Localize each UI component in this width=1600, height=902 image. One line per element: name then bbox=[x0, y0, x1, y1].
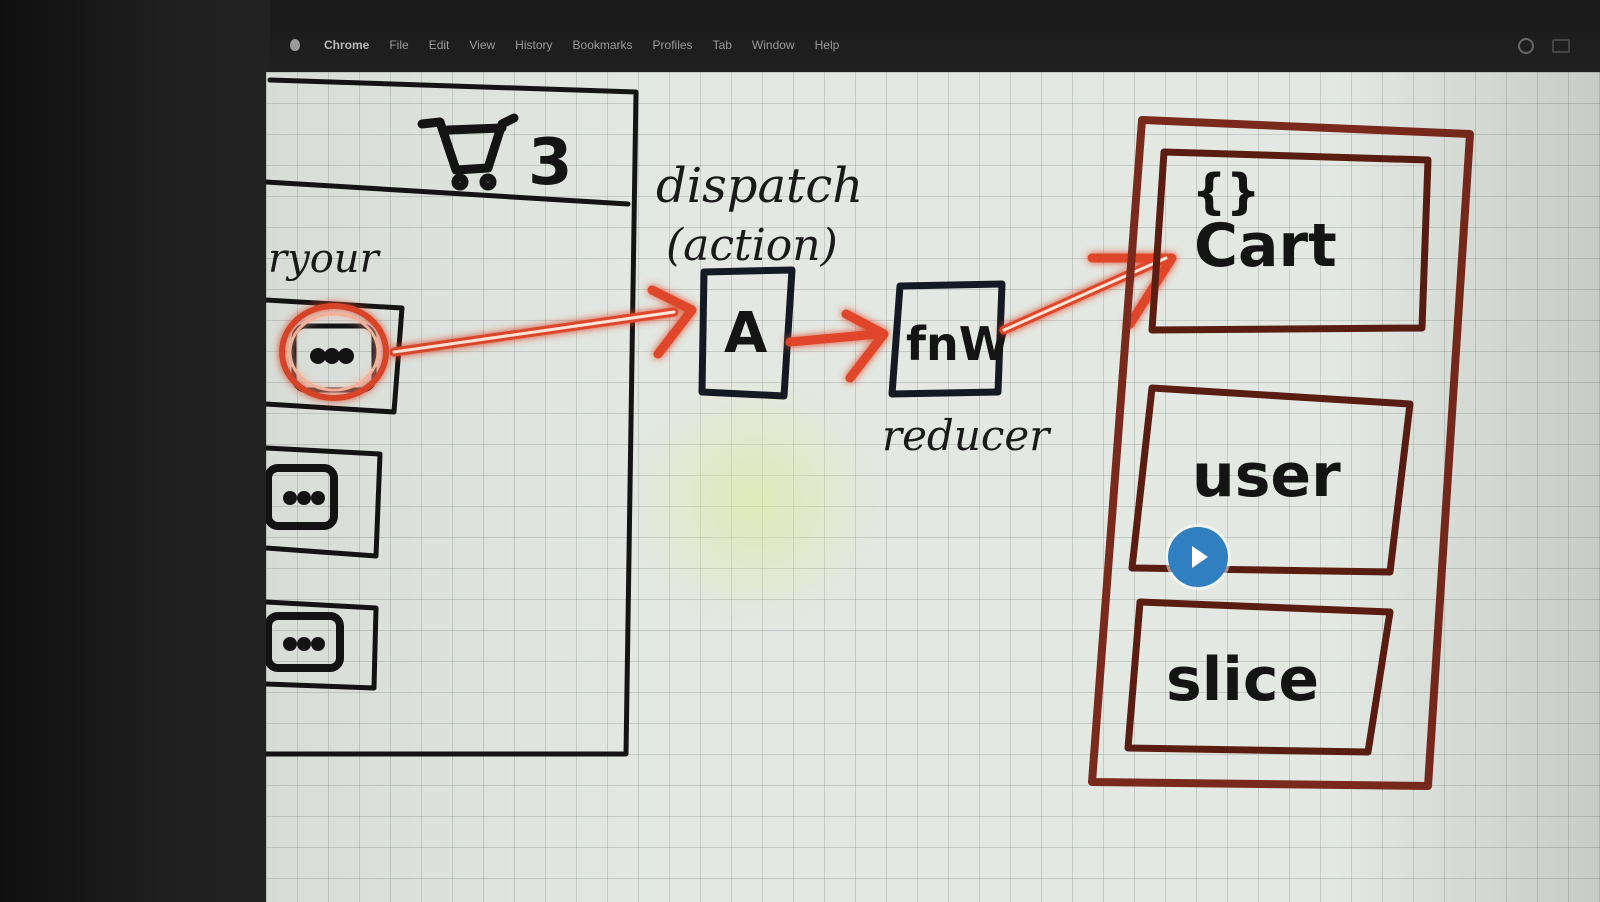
reducer-label: reducer bbox=[882, 411, 1052, 460]
menu-tray bbox=[1518, 38, 1570, 54]
action-box-label: A bbox=[724, 301, 768, 366]
menu-item-edit[interactable]: Edit bbox=[428, 38, 450, 52]
cart-count: 3 bbox=[528, 126, 573, 200]
store-label-slice: slice bbox=[1166, 645, 1319, 715]
screen-icon[interactable] bbox=[1552, 39, 1570, 53]
monitor-bezel bbox=[0, 0, 270, 902]
play-icon[interactable] bbox=[1168, 527, 1228, 587]
diagram-sketch: 3 ryour bbox=[266, 77, 1474, 790]
menu-item-view[interactable]: View bbox=[469, 38, 496, 52]
product-item-2 bbox=[266, 445, 383, 559]
app-mock-panel bbox=[266, 77, 639, 757]
store-label-cart: Cart bbox=[1194, 211, 1337, 281]
side-handwriting: ryour bbox=[268, 236, 382, 282]
record-icon[interactable] bbox=[1518, 38, 1534, 54]
store-section-cart bbox=[1148, 148, 1432, 334]
arrow-action-to-reducer bbox=[785, 309, 889, 383]
reducer-box bbox=[888, 280, 1006, 398]
menu-item-tab[interactable]: Tab bbox=[712, 38, 732, 52]
menu-item-help[interactable]: Help bbox=[814, 38, 840, 52]
product-buttons bbox=[283, 348, 354, 651]
dispatch-label: dispatch bbox=[656, 158, 863, 214]
store-label-user: user bbox=[1192, 441, 1341, 511]
store-container bbox=[1088, 116, 1474, 790]
product-item-3 bbox=[266, 599, 379, 691]
store-bracket: {} bbox=[1192, 164, 1260, 220]
menu-row: Chrome File Edit View History Bookmarks … bbox=[290, 38, 839, 52]
arrow-button-to-action-core bbox=[392, 310, 676, 354]
whiteboard-canvas: 3 ryour bbox=[266, 72, 1600, 902]
store-section-slice bbox=[1124, 598, 1394, 756]
menu-item-file[interactable]: File bbox=[389, 38, 409, 52]
action-label: (action) bbox=[666, 220, 838, 271]
cart-icon bbox=[417, 113, 519, 191]
menu-item-history[interactable]: History bbox=[515, 38, 553, 52]
store-section-user bbox=[1128, 384, 1414, 576]
arrow-reducer-to-store-core bbox=[1002, 256, 1168, 332]
highlight-circle bbox=[279, 303, 389, 401]
menu-app-name[interactable]: Chrome bbox=[324, 38, 370, 52]
action-box bbox=[698, 266, 796, 400]
apple-icon[interactable] bbox=[290, 39, 300, 51]
screen-glare bbox=[626, 372, 886, 632]
menu-item-window[interactable]: Window bbox=[751, 38, 795, 52]
reducer-box-label: fnW bbox=[906, 317, 1010, 371]
menu-bar bbox=[270, 0, 1600, 72]
menu-item-profiles[interactable]: Profiles bbox=[652, 38, 693, 52]
menu-item-bookmarks[interactable]: Bookmarks bbox=[572, 38, 633, 52]
